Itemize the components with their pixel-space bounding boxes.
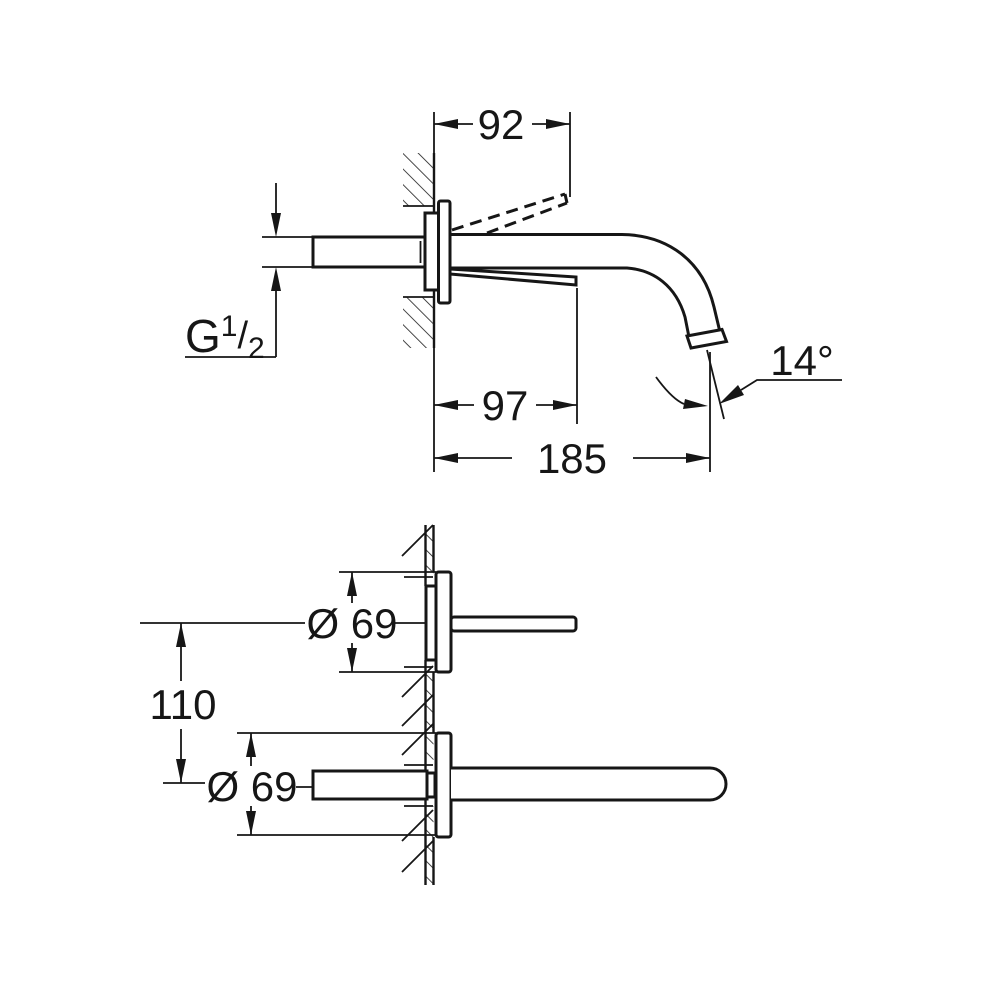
spout-escutcheon-plan (434, 731, 453, 839)
dim-110-label: 110 (150, 681, 217, 728)
spout-inlet-body (311, 769, 429, 801)
dim-14deg: 14° (655, 337, 842, 420)
wall-section-plan (401, 524, 435, 885)
spout-outer-curve (450, 233, 721, 331)
arrowhead-up (176, 623, 186, 647)
lever-open-dashed (451, 192, 569, 235)
spout-tube-plan (451, 766, 728, 802)
dim-14deg-label: 14° (770, 337, 834, 384)
arrowhead-left (434, 119, 458, 129)
spout-inner-curve (450, 266, 690, 335)
leader-line (740, 379, 842, 391)
arrowhead-right (546, 119, 570, 129)
dim-spout-diameter-label: Ø 69 (206, 763, 297, 810)
dim-97: 97 (434, 288, 578, 429)
arrowhead-right (686, 453, 710, 463)
thread-size-label: G1/2 (185, 310, 265, 365)
dim-spout-diameter: Ø 69 (206, 732, 436, 836)
spout-side (450, 233, 729, 350)
handle-assembly-plan (424, 570, 578, 674)
wall-hatch-upper (403, 153, 433, 206)
arrowhead-down (347, 648, 357, 672)
supply-pipe-body (311, 235, 428, 269)
escutcheon-side (437, 199, 452, 305)
arrowhead-down (246, 811, 256, 835)
dim-thread-g12: G1/2 (185, 183, 281, 365)
wall-section-side (403, 112, 436, 472)
arrowhead-down (176, 759, 186, 783)
side-view: 92 97 185 14° (185, 101, 842, 482)
dim-185-label: 185 (537, 435, 607, 482)
handle-escutcheon-plan (434, 570, 453, 674)
dim-92: 92 (434, 101, 571, 197)
angle-arc (655, 376, 685, 405)
arrowhead-up (271, 267, 281, 291)
dim-handle-diameter-label: Ø 69 (306, 600, 397, 647)
wall-hatch-lower (403, 297, 433, 348)
dim-185: 185 (434, 352, 711, 482)
dim-handle-diameter: Ø 69 (306, 571, 436, 673)
arrowhead-up (347, 572, 357, 596)
cartridge-side (423, 211, 440, 292)
leader-arrowhead (719, 385, 744, 404)
arrowhead-right (553, 400, 577, 410)
arrowhead-up (246, 733, 256, 757)
arrowhead-down (271, 213, 281, 237)
dim-110: 110 (140, 622, 305, 784)
spout-aerator-cap (685, 327, 729, 350)
spout-connector (425, 771, 437, 799)
handle-lever-rod (449, 615, 578, 633)
supply-pipe (262, 235, 428, 269)
dim-97-label: 97 (482, 382, 529, 429)
dim-92-label: 92 (478, 101, 525, 148)
lever-closed (448, 267, 578, 287)
spout-assembly-plan (311, 731, 728, 839)
arc-arrowhead (683, 399, 708, 409)
plan-view: Ø 69 Ø 69 110 (140, 524, 728, 885)
arrowhead-left (434, 453, 458, 463)
arrowhead-left (434, 400, 458, 410)
